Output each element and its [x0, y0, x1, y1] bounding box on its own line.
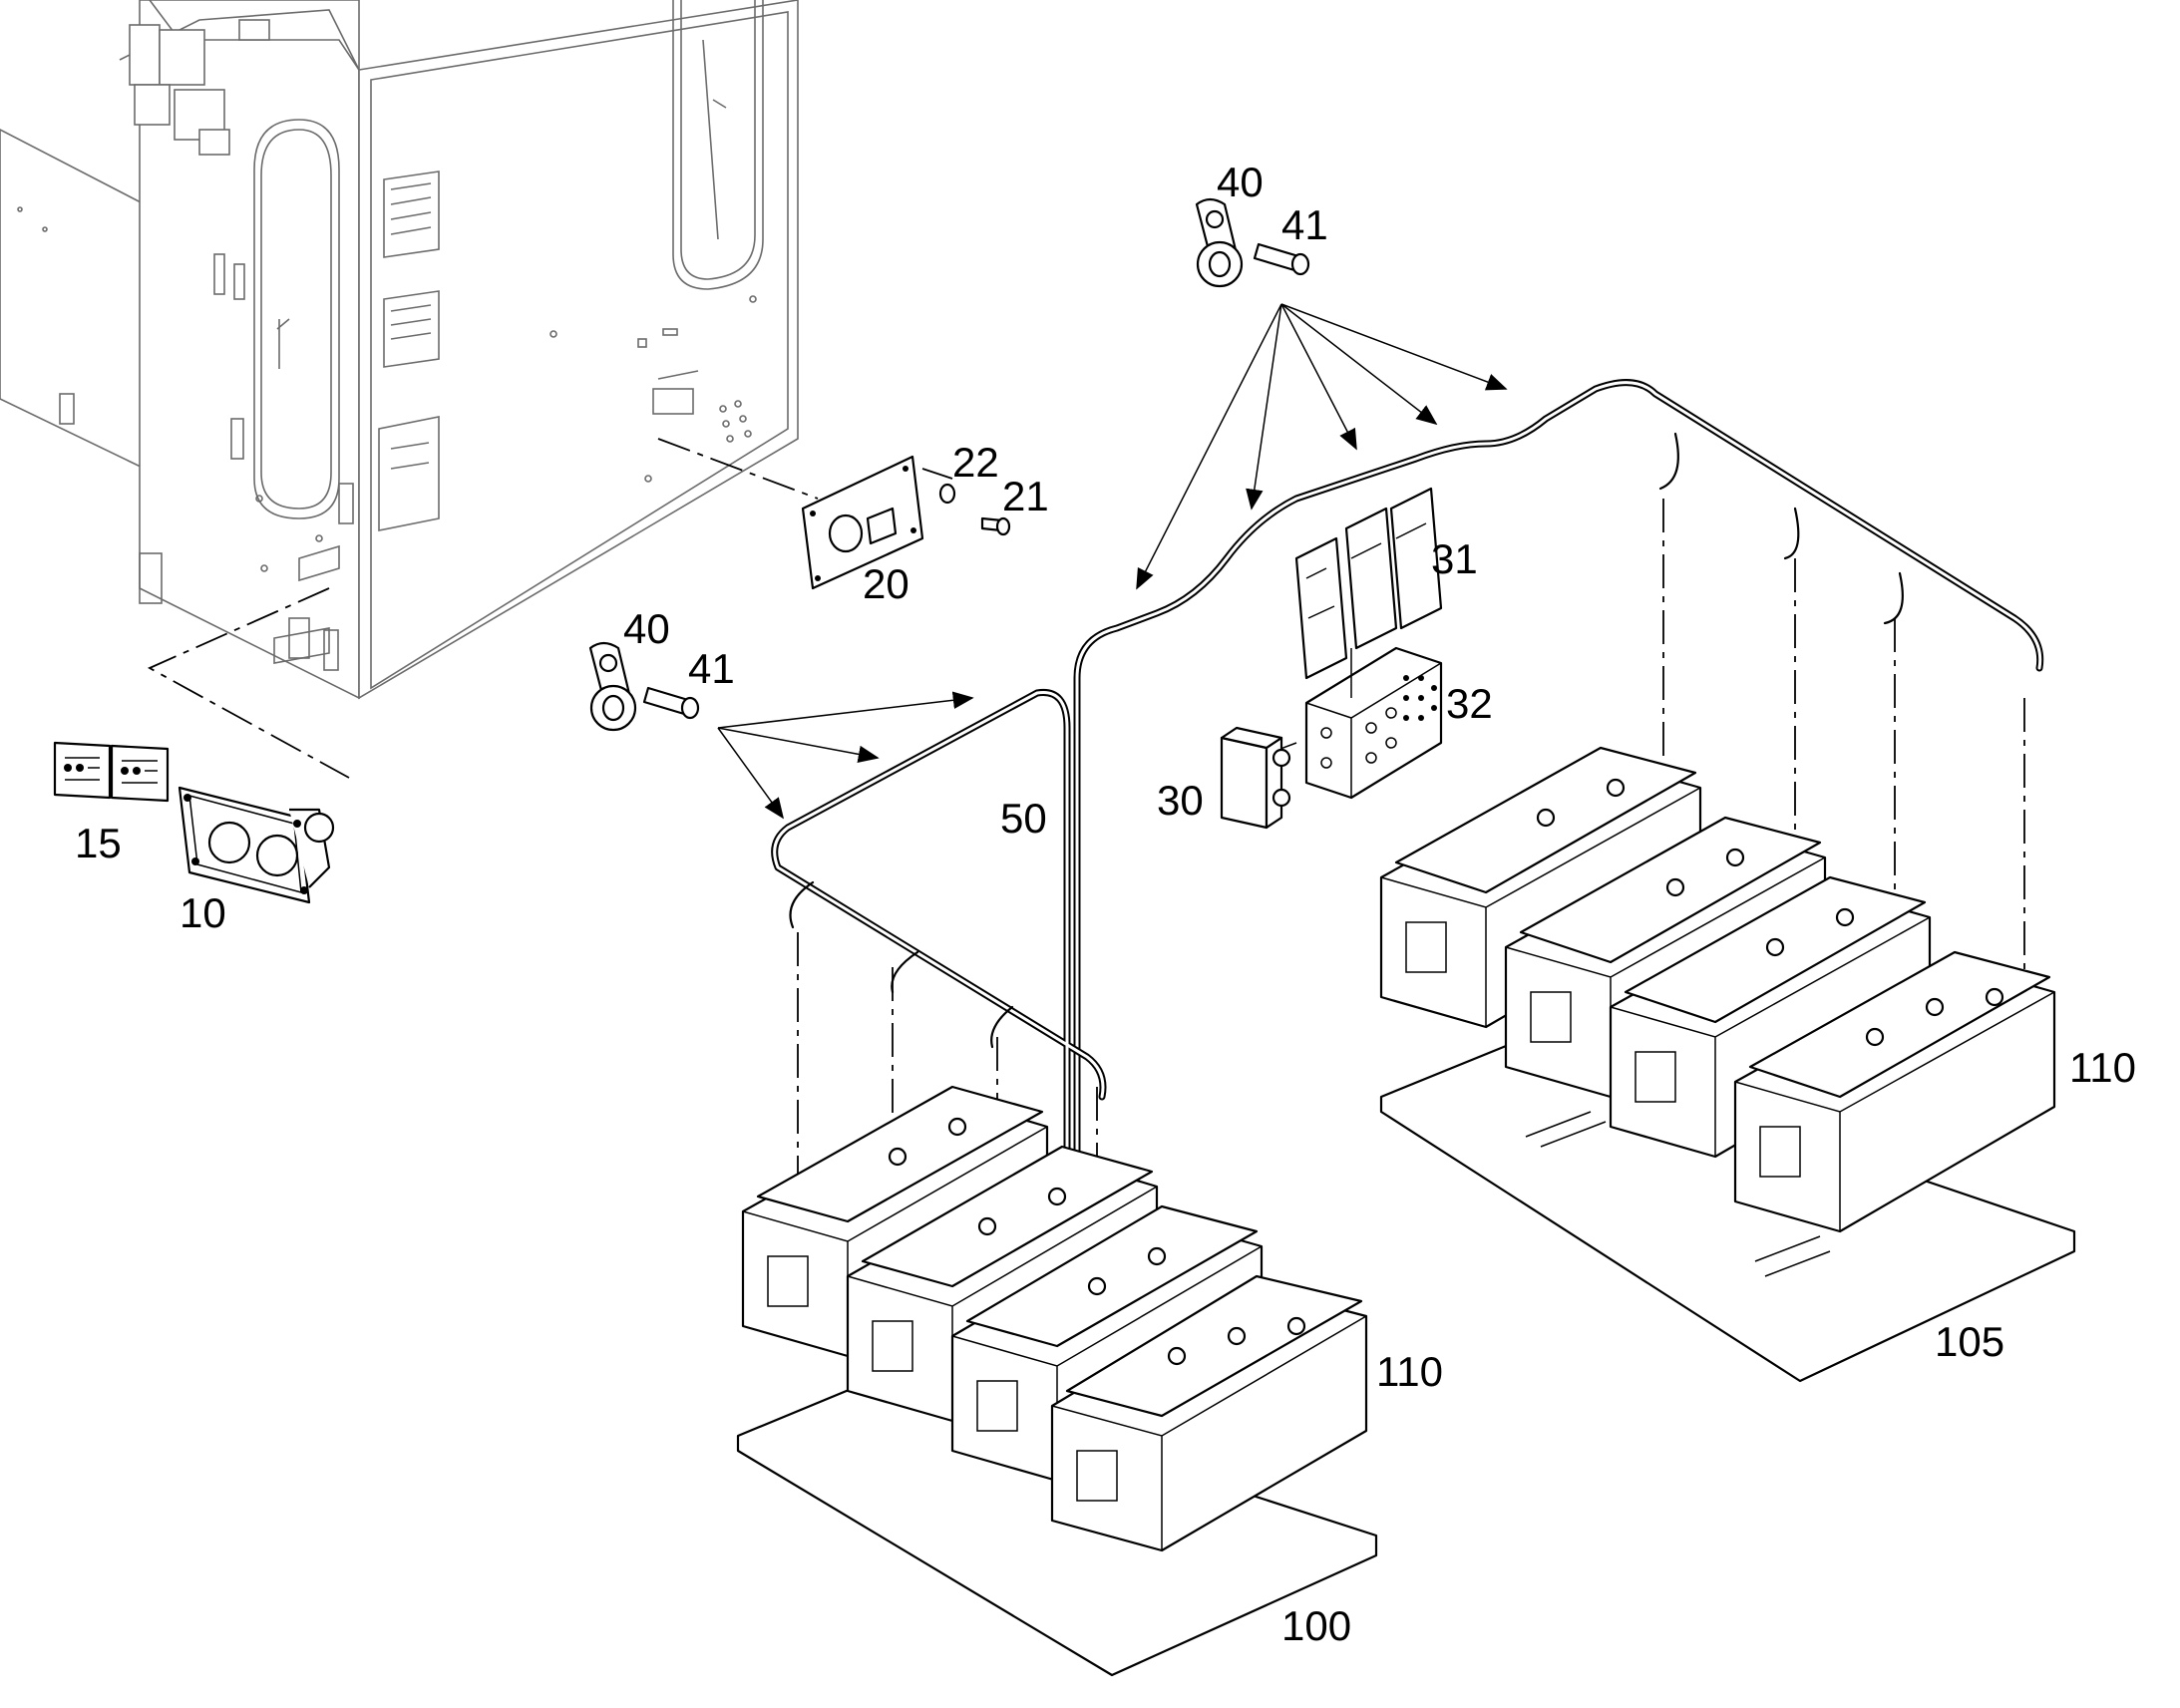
callout-22: 22 — [952, 439, 999, 486]
callout-50: 50 — [1000, 795, 1047, 842]
terminal-block-32 — [1304, 646, 1443, 800]
callout-41-left: 41 — [688, 645, 735, 692]
leader-lines — [147, 438, 2025, 1366]
socket-panel-10 — [178, 786, 335, 904]
battery-set-110-right — [1379, 746, 2056, 1233]
callout-40-right: 40 — [1217, 159, 1264, 205]
washer-22 — [938, 483, 956, 505]
callout-31: 31 — [1431, 535, 1478, 582]
battery — [1379, 746, 1702, 1029]
machine-cabinet — [0, 0, 799, 700]
cable-clamp-40-right — [1195, 197, 1244, 288]
callout-15: 15 — [75, 820, 122, 866]
callout-labels: 10 15 20 21 22 30 31 32 40 41 40 41 50 1… — [75, 159, 2136, 1649]
bracket-31 — [1294, 487, 1443, 698]
connector-30 — [1220, 726, 1291, 830]
screw-21 — [980, 516, 1011, 536]
battery — [1733, 950, 2056, 1233]
battery — [741, 1085, 1049, 1358]
cable-harness-50 — [771, 379, 2044, 1240]
callout-40-left: 40 — [623, 605, 670, 652]
callout-10: 10 — [180, 889, 226, 936]
callout-21: 21 — [1002, 473, 1049, 519]
cable-clamp-40-left — [588, 641, 637, 732]
battery-set-110-left — [741, 1085, 1368, 1552]
screw-41-left — [642, 686, 700, 720]
cover-plate-20 — [801, 455, 924, 590]
battery — [1609, 875, 1932, 1159]
callout-20: 20 — [863, 560, 909, 607]
callout-105: 105 — [1935, 1318, 2004, 1365]
label-plate-15 — [53, 741, 170, 803]
callout-110-right: 110 — [2069, 1044, 2136, 1091]
callout-30: 30 — [1157, 777, 1204, 824]
battery — [846, 1145, 1159, 1423]
callout-32: 32 — [1446, 680, 1493, 727]
callout-110-left: 110 — [1376, 1348, 1443, 1395]
battery — [1050, 1274, 1368, 1552]
callout-41-right: 41 — [1281, 201, 1328, 248]
screw-41-right — [1253, 242, 1310, 276]
pointer-arrows — [717, 303, 1508, 820]
callout-100: 100 — [1281, 1602, 1351, 1649]
